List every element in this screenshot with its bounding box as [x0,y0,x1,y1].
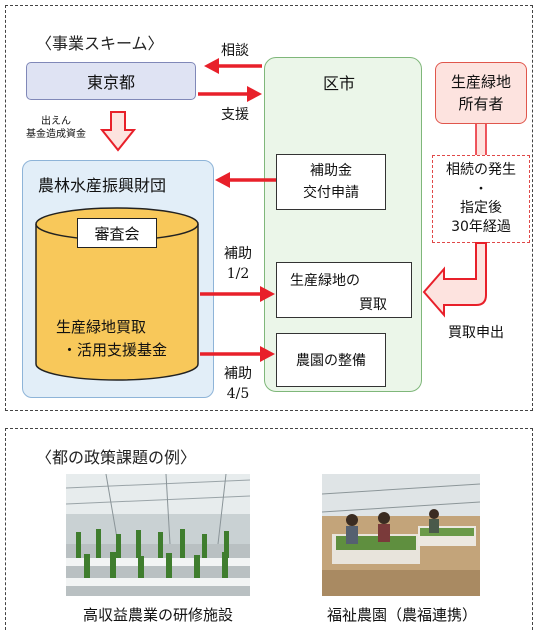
scheme-panel [5,5,533,411]
fund-note: 出えん 基金造成資金 [14,115,98,141]
support-label: 支援 [221,107,249,123]
subsidy-application-box: 補助金 交付申請 [276,154,386,210]
aid-four-fifths-label: 補助 4/5 [218,364,258,404]
aid-four-fifths-arrow [200,346,275,362]
consult-label: 相談 [221,43,249,59]
purchase-line2: 買取 [359,297,387,313]
aid-half-line1: 補助 [224,246,252,262]
conditions-box: 相続の発生 ・ 指定後 30年経過 [432,155,530,243]
application-arrow [215,172,276,188]
subsidy-application-line2: 交付申請 [303,185,359,201]
fund-down-arrow [99,111,137,152]
tokyo-label: 東京都 [86,73,135,92]
policy-panel [5,428,533,630]
review-board-label: 審査会 [94,224,140,243]
tokyo-box: 東京都 [26,62,196,100]
aid-four-fifths-line2: 4/5 [226,386,250,402]
owner-connector [475,124,487,155]
fund-label-line1: 生産緑地買取 [56,318,147,336]
fund-label-line2: ・活用支援基金 [62,341,168,359]
owner-label-line1: 生産緑地 [450,73,511,91]
kushi-label: 区市 [323,74,356,93]
welfare-farm-illustration [322,474,480,596]
review-board-box: 審査会 [77,218,157,248]
welfare-farm-caption: 福祉農園（農福連携） [326,606,477,624]
fund-cylinder [35,207,199,381]
farm-maintenance-box: 農園の整備 [276,333,386,387]
condition-separator: ・ [474,182,488,197]
policy-title: 〈都の政策課題の例〉 [36,448,197,467]
owner-label-line2: 所有者 [458,95,504,113]
condition-30-years: 30年経過 [451,219,511,235]
greenhouse-photo [66,474,250,596]
condition-inheritance: 相続の発生 [446,162,516,178]
support-arrow [198,86,262,102]
aid-half-label: 補助 1/2 [218,244,258,284]
fund-note-line2: 基金造成資金 [26,129,86,140]
greenhouse-illustration [66,474,250,596]
aid-half-arrow [200,286,275,302]
purchase-line1: 生産緑地の [290,273,360,289]
scheme-title: 〈事業スキーム〉 [36,34,164,53]
purchase-request-arrow [422,242,487,318]
welfare-farm-photo [322,474,480,596]
fund-note-line1: 出えん [41,116,71,127]
purchase-request-label: 買取申出 [448,325,504,341]
subsidy-application-line1: 補助金 [310,163,352,179]
purchase-box: 生産緑地の 買取 [276,262,412,318]
foundation-label: 農林水産振興財団 [38,176,167,195]
owner-box: 生産緑地 所有者 [435,62,527,124]
greenhouse-caption: 高収益農業の研修施設 [82,606,233,624]
consult-arrow [204,58,262,74]
farm-maintenance-label: 農園の整備 [296,353,366,369]
aid-four-fifths-line1: 補助 [224,366,252,382]
aid-half-line2: 1/2 [226,266,250,282]
condition-designation: 指定後 [460,200,502,216]
